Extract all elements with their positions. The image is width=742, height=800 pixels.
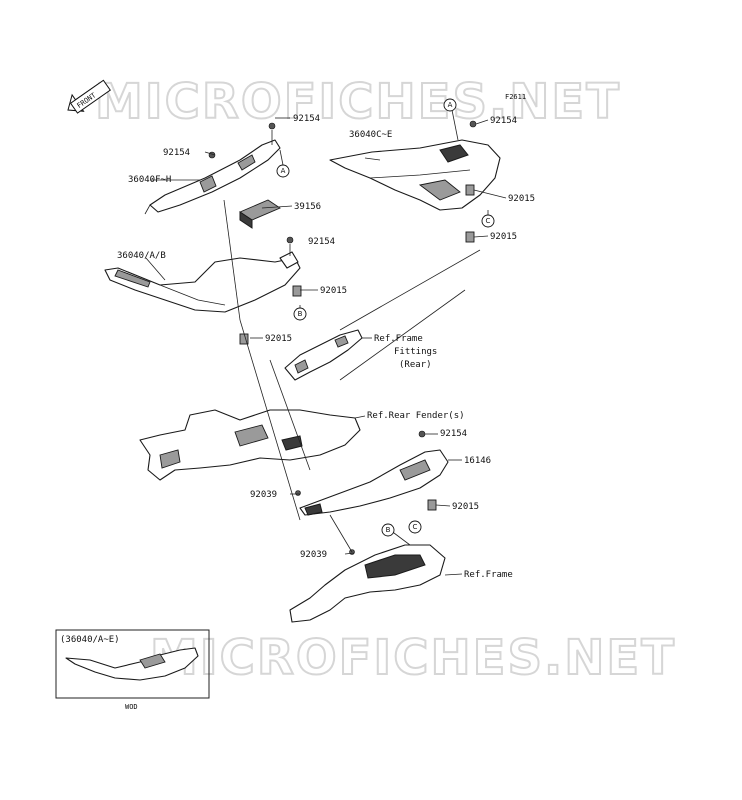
label-92154: 92154: [440, 429, 467, 439]
watermark-top: MICROFICHES.NET: [95, 74, 621, 130]
part-lower-frame: [289, 544, 446, 623]
label-92039: 92039: [300, 550, 327, 560]
bolt-icon: [418, 430, 426, 438]
watermark-bottom: MICROFICHES.NET: [150, 630, 676, 686]
svg-text:B: B: [298, 310, 303, 318]
part-36040-a-b: [104, 251, 301, 313]
inset-caption: WOD: [125, 703, 138, 711]
label-92015: 92015: [265, 334, 292, 344]
label-ref-frame-fittings: Fittings: [394, 347, 437, 357]
part-36040c-e: [329, 139, 501, 211]
label-36040-a-b: 36040/A/B: [117, 251, 166, 261]
svg-text:B: B: [386, 526, 391, 534]
bolt-icon: [469, 120, 477, 128]
ref-circle-b-2: B: [381, 523, 395, 537]
ref-circle-a-1: A: [276, 164, 290, 178]
inset-box: (36040/A~E) WOD: [55, 629, 210, 711]
grommet-icon: [292, 285, 302, 297]
svg-text:C: C: [486, 217, 491, 225]
label-92015: 92015: [320, 286, 347, 296]
svg-text:C: C: [413, 523, 418, 531]
label-36040c-e: 36040C~E: [349, 130, 392, 140]
bolt-icon: [268, 122, 276, 130]
part-rear-fender: [139, 409, 361, 481]
label-92015: 92015: [508, 194, 535, 204]
part-36040f-h: [144, 139, 281, 215]
figure-code: F2611: [505, 93, 526, 101]
ref-circle-a-2: A: [443, 98, 457, 112]
bolt-icon: [295, 490, 301, 496]
label-36040f-h: 36040F~H: [128, 175, 171, 185]
inset-title: (36040/A~E): [60, 635, 120, 645]
grommet-icon: [465, 184, 475, 196]
label-92015: 92015: [452, 502, 479, 512]
part-16146: [299, 449, 449, 516]
label-92039: 92039: [250, 490, 277, 500]
label-ref-frame-fittings: Ref.Frame: [374, 334, 423, 344]
label-92154: 92154: [308, 237, 335, 247]
label-ref-frame: Ref.Frame: [464, 570, 513, 580]
grommet-icon: [465, 231, 475, 243]
label-ref-frame-fittings: (Rear): [399, 360, 432, 370]
ref-circle-b-1: B: [293, 307, 307, 321]
label-16146: 16146: [464, 456, 491, 466]
label-92154: 92154: [293, 114, 320, 124]
ref-circle-c-2: C: [408, 520, 422, 534]
ref-circle-c-1: C: [481, 214, 495, 228]
label-92154: 92154: [163, 148, 190, 158]
part-39156: [239, 199, 281, 229]
label-39156: 39156: [294, 202, 321, 212]
svg-text:A: A: [281, 167, 286, 175]
grommet-icon: [427, 499, 437, 511]
label-92154: 92154: [490, 116, 517, 126]
bolt-icon: [286, 236, 294, 244]
svg-text:A: A: [448, 101, 453, 109]
leader-lines: [145, 109, 507, 576]
label-ref-rear-fender: Ref.Rear Fender(s): [367, 411, 465, 421]
label-92015: 92015: [490, 232, 517, 242]
